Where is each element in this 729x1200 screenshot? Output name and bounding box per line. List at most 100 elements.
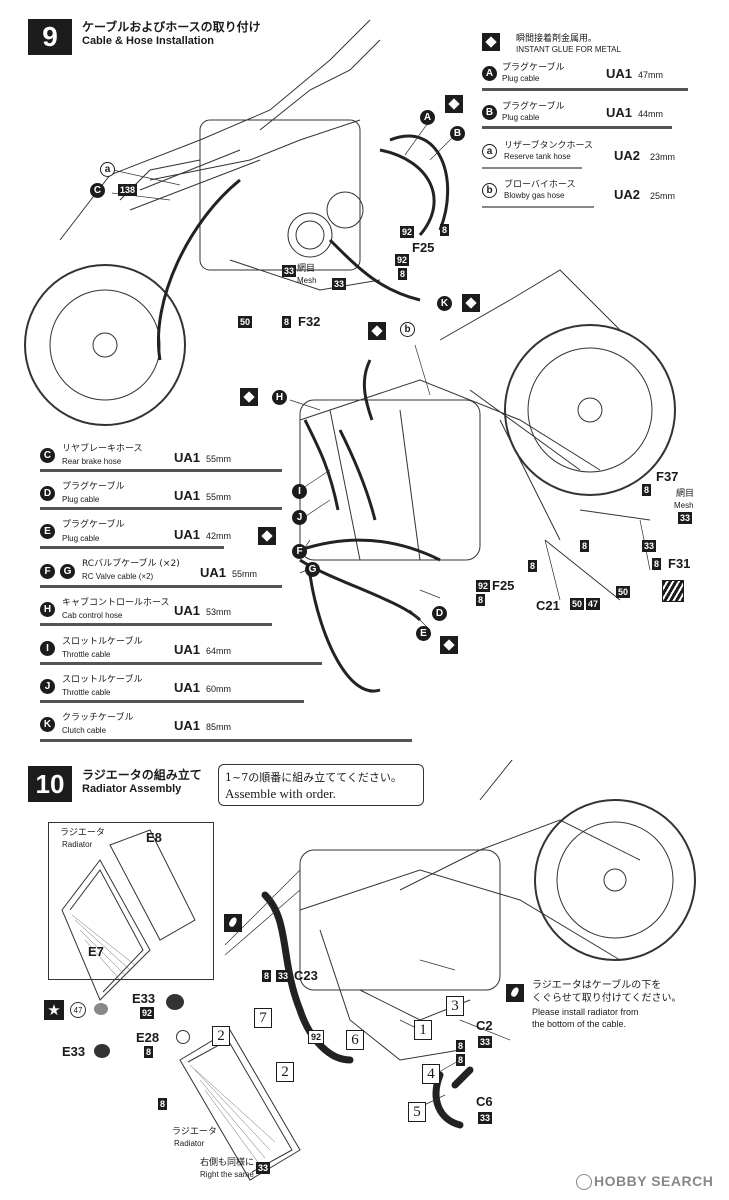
cable-B-gauge bbox=[482, 126, 672, 129]
hose-a-code: UA2 bbox=[614, 148, 641, 163]
part-50-a: 50 bbox=[238, 316, 253, 328]
mesh-jp-lower: 網目 bbox=[676, 489, 695, 499]
part-50-b: 50 bbox=[570, 598, 585, 610]
radiator-bottom-jp: ラジエータ bbox=[172, 1127, 217, 1137]
seq-4: 4 bbox=[422, 1064, 440, 1084]
cable-D-gauge bbox=[40, 507, 282, 510]
seq-2-bottom: 2 bbox=[276, 1062, 294, 1082]
hose-a-gauge bbox=[482, 167, 582, 169]
mark-G: G bbox=[60, 564, 75, 579]
cable-E-gauge bbox=[40, 546, 224, 549]
part-F25-upper: F25 bbox=[412, 240, 435, 255]
glue-icon-b bbox=[368, 322, 386, 340]
label-J: J bbox=[292, 510, 307, 525]
cable-I-en: Throttle cable bbox=[62, 650, 111, 659]
hose-a-en: Reserve tank hose bbox=[504, 152, 571, 161]
hose-b-en: Blowby gas hose bbox=[504, 191, 565, 200]
cable-FG-code: UA1 bbox=[200, 565, 227, 580]
mark-a: a bbox=[482, 144, 497, 159]
part-33-radiator: 33 bbox=[256, 1162, 271, 1174]
cable-E-en: Plug cable bbox=[62, 534, 100, 543]
mark-b: b bbox=[482, 183, 497, 198]
cable-K-code: UA1 bbox=[174, 718, 201, 733]
part-33-c23: 33 bbox=[276, 970, 291, 982]
part-F32: F32 bbox=[298, 314, 321, 329]
part-8-c6-b: 8 bbox=[456, 1054, 466, 1066]
mark-E: E bbox=[40, 524, 55, 539]
mark-A: A bbox=[482, 66, 497, 81]
step-9-number: 9 bbox=[28, 19, 72, 55]
cable-K-length: 85mm bbox=[206, 722, 232, 732]
part-47: 47 bbox=[586, 598, 601, 610]
mark-I: I bbox=[40, 641, 55, 656]
mark-F: F bbox=[40, 564, 55, 579]
instant-glue-metal-icon bbox=[482, 33, 500, 51]
mesh-jp-upper: 網目 bbox=[297, 264, 316, 274]
glue-icon-A bbox=[445, 95, 463, 113]
assembly-order-note-jp: 1~7の順番に組み立ててください。 bbox=[225, 771, 402, 784]
part-8-radiator: 8 bbox=[158, 1098, 168, 1110]
part-F25-lower: F25 bbox=[492, 578, 515, 593]
cable-E-jp: プラグケーブル bbox=[62, 520, 125, 530]
cable-J-length: 60mm bbox=[206, 684, 232, 694]
glue-note-jp: 瞬間接着剤金属用。 bbox=[516, 34, 598, 44]
part-E7: E7 bbox=[88, 944, 104, 959]
label-G: G bbox=[305, 562, 320, 577]
radiator-inset-box bbox=[48, 822, 214, 980]
hose-a-length: 23mm bbox=[650, 152, 676, 162]
cable-J-code: UA1 bbox=[174, 680, 201, 695]
inset-radiator-en: Radiator bbox=[62, 840, 93, 849]
hose-b-length: 25mm bbox=[650, 191, 676, 201]
cable-J-en: Throttle cable bbox=[62, 688, 111, 697]
cable-C-en: Rear brake hose bbox=[62, 457, 122, 466]
cable-K-jp: クラッチケーブル bbox=[62, 713, 134, 723]
part-F37: F37 bbox=[656, 469, 679, 484]
glue-icon-note bbox=[506, 984, 524, 1002]
mark-B: B bbox=[482, 105, 497, 120]
sub-assembly-star-icon: ★ bbox=[44, 1000, 64, 1020]
part-138: 138 bbox=[118, 184, 138, 196]
seq-6: 6 bbox=[346, 1030, 364, 1050]
cable-H-length: 53mm bbox=[206, 607, 232, 617]
cable-B-length: 44mm bbox=[638, 109, 664, 119]
cable-A-jp: プラグケーブル bbox=[502, 63, 565, 73]
cable-D-length: 55mm bbox=[206, 492, 232, 502]
cable-note-jp-1: ラジエータはケーブルの下を bbox=[532, 980, 662, 991]
cable-B-jp: プラグケーブル bbox=[502, 102, 565, 112]
part-92-b: 92 bbox=[395, 254, 410, 266]
cable-FG-length: 55mm bbox=[232, 569, 258, 579]
cable-A-code: UA1 bbox=[606, 66, 633, 81]
cable-H-jp: キャブコントロールホース bbox=[62, 598, 170, 608]
mark-H: H bbox=[40, 602, 55, 617]
glue-icon-left bbox=[224, 914, 242, 932]
part-47-circle: 47 bbox=[70, 1002, 86, 1018]
assembly-order-note: 1~7の順番に組み立ててください。 Assemble with order. bbox=[218, 764, 424, 806]
glue-icon-E bbox=[440, 636, 458, 654]
hose-a-jp: リザーブタンクホース bbox=[504, 141, 594, 151]
e33-piece-lower bbox=[94, 1044, 110, 1058]
hose-b-jp: ブローバイホース bbox=[504, 180, 576, 190]
seq-2-top: 2 bbox=[212, 1026, 230, 1046]
radiator-bottom-en: Radiator bbox=[174, 1139, 205, 1148]
label-A: A bbox=[420, 110, 435, 125]
label-F: F bbox=[292, 544, 307, 559]
cable-A-en: Plug cable bbox=[502, 74, 540, 83]
part-33-c: 33 bbox=[678, 512, 693, 524]
cable-B-code: UA1 bbox=[606, 105, 633, 120]
cable-E-code: UA1 bbox=[174, 527, 201, 542]
assembly-order-note-en: Assemble with order. bbox=[225, 786, 336, 801]
part-33-d: 33 bbox=[642, 540, 657, 552]
glue-icon-K bbox=[462, 294, 480, 312]
e28-cap bbox=[176, 1030, 190, 1044]
cable-I-gauge bbox=[40, 662, 322, 665]
step-9-title-jp: ケーブルおよびホースの取り付け bbox=[82, 20, 261, 34]
part-E33-upper: E33 bbox=[132, 991, 156, 1006]
cable-A-length: 47mm bbox=[638, 70, 664, 80]
glue-icon-F bbox=[258, 527, 276, 545]
cable-I-jp: スロットルケーブル bbox=[62, 637, 143, 647]
cable-D-jp: プラグケーブル bbox=[62, 482, 125, 492]
step-10-title-en: Radiator Assembly bbox=[82, 783, 182, 795]
cable-D-code: UA1 bbox=[174, 488, 201, 503]
cable-J-jp: スロットルケーブル bbox=[62, 675, 143, 685]
cable-C-gauge bbox=[40, 469, 282, 472]
